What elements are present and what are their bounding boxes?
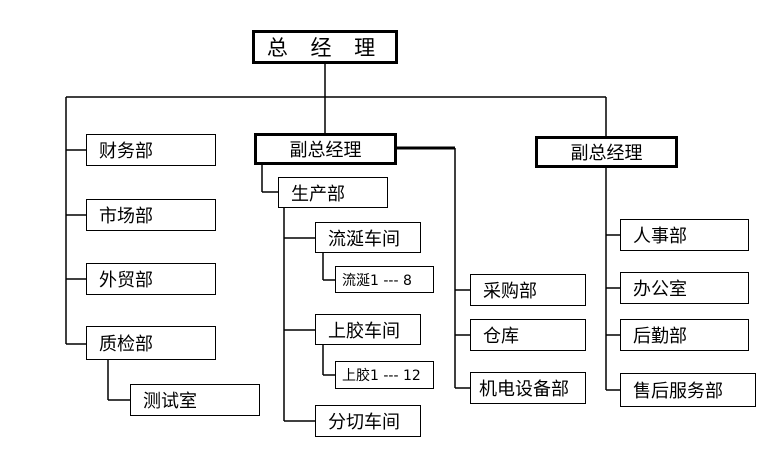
logistics-dept-box: 后勤部 bbox=[620, 319, 749, 351]
general-manager-label: 总 经 理 bbox=[266, 36, 384, 60]
glue-workshop-label: 上胶车间 bbox=[328, 320, 400, 342]
foreign-trade-dept-box: 外贸部 bbox=[86, 263, 216, 295]
casting-lines-label: 流涎1 --- 8 bbox=[342, 272, 412, 289]
glue-workshop-box: 上胶车间 bbox=[315, 314, 421, 345]
cutting-workshop-label: 分切车间 bbox=[328, 412, 400, 433]
foreign-trade-dept-label: 外贸部 bbox=[99, 270, 153, 291]
qc-dept-label: 质检部 bbox=[99, 334, 153, 355]
glue-lines-box: 上胶1 --- 12 bbox=[335, 361, 434, 389]
glue-lines-label: 上胶1 --- 12 bbox=[342, 368, 421, 384]
production-dept-label: 生产部 bbox=[291, 183, 345, 205]
casting-workshop-box: 流涎车间 bbox=[315, 222, 421, 253]
equipment-dept-label: 机电设备部 bbox=[479, 379, 569, 400]
office-label: 办公室 bbox=[633, 279, 687, 300]
office-box: 办公室 bbox=[620, 272, 749, 304]
warehouse-box: 仓库 bbox=[470, 319, 586, 351]
equipment-dept-box: 机电设备部 bbox=[470, 372, 586, 404]
test-room-box: 测试室 bbox=[130, 384, 260, 416]
logistics-dept-label: 后勤部 bbox=[633, 326, 687, 347]
cutting-workshop-box: 分切车间 bbox=[315, 405, 421, 437]
hr-dept-box: 人事部 bbox=[620, 219, 749, 251]
hr-dept-label: 人事部 bbox=[633, 226, 687, 247]
test-room-label: 测试室 bbox=[143, 391, 197, 412]
finance-dept-label: 财务部 bbox=[99, 141, 153, 162]
casting-workshop-label: 流涎车间 bbox=[328, 228, 400, 250]
production-dept-box: 生产部 bbox=[278, 177, 388, 208]
vice-manager-left-label: 副总经理 bbox=[289, 140, 362, 161]
warehouse-label: 仓库 bbox=[483, 326, 519, 347]
market-dept-label: 市场部 bbox=[99, 206, 153, 227]
vice-manager-left-box: 副总经理 bbox=[254, 133, 397, 165]
vice-manager-right-label: 副总经理 bbox=[570, 143, 643, 164]
qc-dept-box: 质检部 bbox=[86, 326, 216, 360]
casting-lines-box: 流涎1 --- 8 bbox=[335, 266, 434, 293]
vice-manager-right-box: 副总经理 bbox=[535, 136, 678, 168]
finance-dept-box: 财务部 bbox=[86, 134, 216, 166]
purchasing-dept-box: 采购部 bbox=[470, 274, 586, 306]
general-manager-box: 总 经 理 bbox=[252, 30, 398, 64]
after-sales-dept-box: 售后服务部 bbox=[620, 373, 756, 407]
market-dept-box: 市场部 bbox=[86, 199, 216, 231]
after-sales-dept-label: 售后服务部 bbox=[633, 381, 723, 402]
purchasing-dept-label: 采购部 bbox=[483, 281, 537, 302]
